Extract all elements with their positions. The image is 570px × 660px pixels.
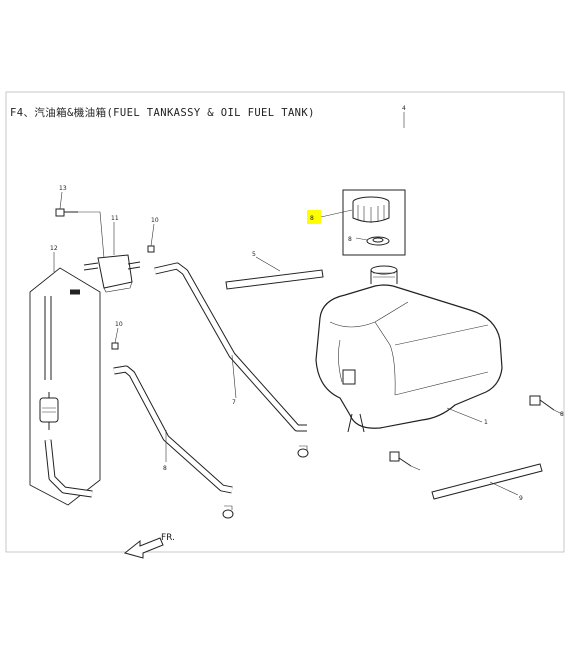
diagram-title: F4、汽油箱&機油箱(FUEL TANKASSY & OIL FUEL TANK…	[10, 106, 315, 119]
part-label-10-upper: 10	[151, 217, 159, 224]
part-label-5: 5	[252, 251, 256, 258]
fuel-hose-long	[154, 262, 307, 432]
fuel-tank	[315, 265, 503, 433]
tank-bolt-lower	[389, 451, 421, 471]
part-label-10-lower: 10	[115, 321, 123, 328]
breather-hose	[376, 112, 424, 233]
fuel-hose-short	[113, 365, 233, 494]
part-label-13: 13	[59, 185, 67, 192]
hose-clip-7	[297, 445, 309, 458]
tank-bolt-right	[529, 395, 563, 415]
part-label-4: 4	[402, 105, 406, 112]
filter-hose-kit	[29, 252, 101, 506]
diagram-frame	[5, 91, 565, 553]
clip-10-upper	[147, 223, 155, 253]
front-arrow-label: FR.	[161, 533, 175, 543]
rubber-strip-lower	[431, 463, 543, 500]
fuel-cap-box	[342, 189, 406, 256]
fuel-cap	[352, 196, 390, 223]
screw-13	[55, 191, 105, 259]
hose-clip-8	[222, 505, 234, 519]
part-label-12: 12	[50, 245, 58, 252]
cap-gasket	[366, 236, 390, 246]
part-label-8-gasket: 8	[348, 236, 352, 243]
part-label-7: 7	[232, 399, 236, 406]
part-label-1: 1	[484, 419, 488, 426]
fuel-valve	[83, 222, 141, 293]
part-label-8-right: 8	[560, 411, 564, 418]
highlight-marker	[307, 210, 321, 224]
rubber-strip-upper	[225, 256, 324, 290]
part-label-8-hose: 8	[163, 465, 167, 472]
clip-10-lower	[111, 327, 119, 350]
part-label-9: 9	[519, 495, 523, 502]
part-label-8-highlight: 8	[310, 215, 314, 222]
front-direction-arrow	[123, 537, 164, 559]
part-label-11: 11	[111, 215, 119, 222]
